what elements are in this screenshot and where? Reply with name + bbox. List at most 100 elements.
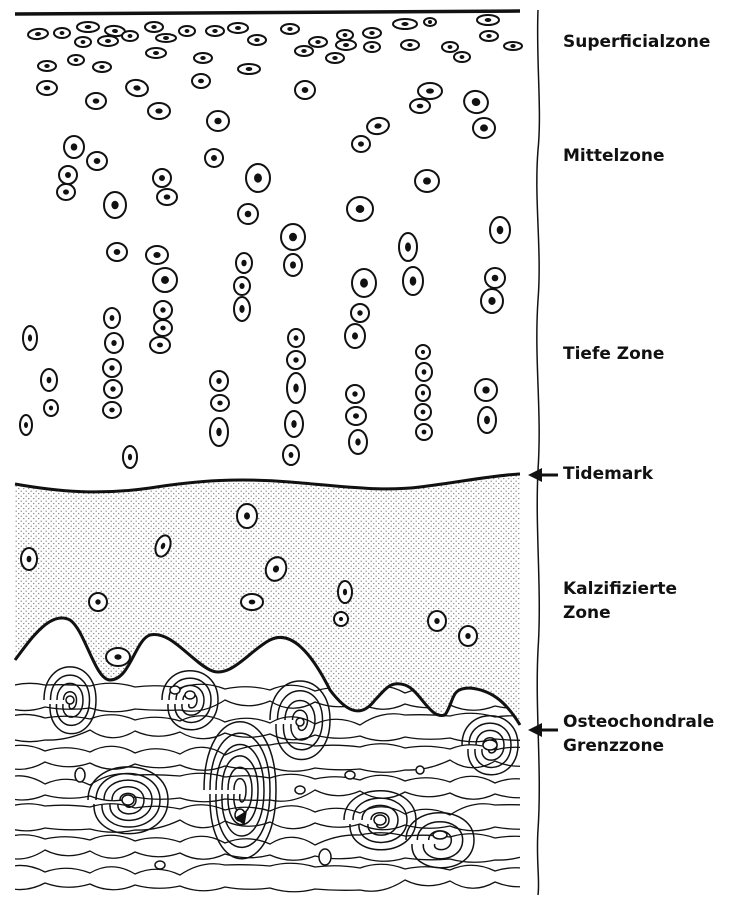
chondrocyte [283, 445, 299, 465]
osteochondral-zone-label-line2: Grenzzone [563, 734, 664, 758]
chondrocyte [415, 404, 431, 420]
chondrocyte [459, 626, 477, 646]
chondrocyte [393, 19, 417, 29]
chondrocyte [416, 363, 432, 381]
bone-lacuna [319, 849, 331, 865]
chondrocyte [44, 400, 58, 416]
chondrocyte [345, 324, 365, 348]
chondrocyte [210, 418, 228, 446]
chondrocyte [21, 548, 37, 570]
chondrocyte [349, 430, 367, 454]
chondrocyte [57, 184, 75, 200]
bone-lacuna [75, 768, 85, 782]
chondrocyte [363, 28, 381, 38]
chondrocyte [248, 35, 266, 45]
tidemark-label: Tidemark [563, 462, 653, 486]
chondrocyte [346, 385, 364, 403]
chondrocyte [194, 53, 212, 63]
chondrocyte [410, 99, 430, 113]
chondrocyte [364, 42, 380, 52]
chondrocyte [156, 34, 176, 42]
chondrocyte [416, 424, 432, 440]
chondrocyte [287, 373, 305, 403]
chondrocyte [228, 23, 248, 33]
chondrocyte [416, 345, 430, 359]
chondrocyte [125, 78, 149, 98]
chondrocyte [428, 611, 446, 631]
bone-lacuna [170, 686, 180, 694]
chondrocyte [89, 593, 107, 611]
chondrocyte [424, 18, 436, 26]
osteochondral-arrow [528, 723, 558, 737]
chondrocyte [122, 31, 138, 41]
chondrocyte [478, 407, 496, 433]
chondrocyte [285, 411, 303, 437]
chondrocyte [473, 118, 495, 138]
chondrocyte [485, 268, 505, 288]
calcified-zone-label-line1: Kalzifizierte [563, 577, 677, 601]
chondrocyte [454, 52, 470, 62]
chondrocyte [103, 359, 121, 377]
chondrocyte [234, 297, 250, 321]
articular-surface-line [15, 11, 520, 14]
chondrocyte [105, 333, 123, 353]
chondrocyte [210, 371, 228, 391]
chondrocyte [146, 246, 168, 264]
chondrocyte [399, 233, 417, 261]
chondrocyte [202, 146, 227, 171]
chondrocyte [146, 48, 166, 58]
chondrocyte [352, 269, 376, 297]
chondrocyte [238, 204, 258, 224]
chondrocyte [154, 301, 172, 319]
chondrocyte [480, 31, 498, 41]
deep-zone-label: Tiefe Zone [563, 342, 664, 366]
chondrocyte [104, 308, 120, 328]
chondrocyte [346, 407, 366, 425]
chondrocyte [288, 329, 304, 347]
chondrocyte [234, 277, 250, 295]
bone-lacuna [416, 766, 424, 774]
chondrocyte [211, 395, 229, 411]
chondrocyte [326, 53, 344, 63]
chondrocyte [238, 64, 260, 74]
chondrocyte [154, 320, 172, 336]
chondrocyte [415, 170, 439, 192]
chondrocyte [246, 164, 270, 192]
bone-lacuna [185, 691, 195, 699]
chondrocyte [179, 26, 195, 36]
chondrocyte [104, 192, 126, 218]
chondrocyte [418, 83, 442, 99]
chondrocyte [75, 37, 91, 47]
bone-lacuna [374, 815, 386, 825]
chondrocyte [461, 88, 491, 117]
middle-zone-label: Mittelzone [563, 144, 665, 168]
chondrocyte [206, 26, 224, 36]
chondrocyte [104, 380, 122, 398]
bone-lacuna [483, 740, 497, 750]
chondrocyte [157, 189, 177, 205]
chondrocyte [403, 267, 423, 295]
bone-lacuna [155, 861, 165, 869]
chondrocyte [41, 369, 57, 391]
chondrocyte [23, 326, 37, 350]
bone-lacuna [433, 831, 447, 839]
chondrocyte [490, 217, 510, 243]
bone-lacuna [66, 696, 74, 704]
chondrocyte [28, 28, 49, 40]
chondrocyte [192, 74, 210, 88]
zone-bracket-line [537, 10, 540, 895]
chondrocyte [442, 42, 458, 52]
chondrocyte [287, 351, 305, 369]
chondrocyte [103, 402, 121, 418]
chondrocyte [64, 136, 84, 158]
chondrocyte [504, 42, 522, 50]
chondrocyte [153, 268, 177, 292]
bone-lacuna [345, 771, 355, 779]
chondrocyte [87, 152, 107, 170]
chondrocyte [401, 40, 419, 50]
chondrocyte [153, 169, 171, 187]
superficial-zone-label: Superficialzone [563, 30, 710, 54]
chondrocyte [123, 446, 137, 468]
